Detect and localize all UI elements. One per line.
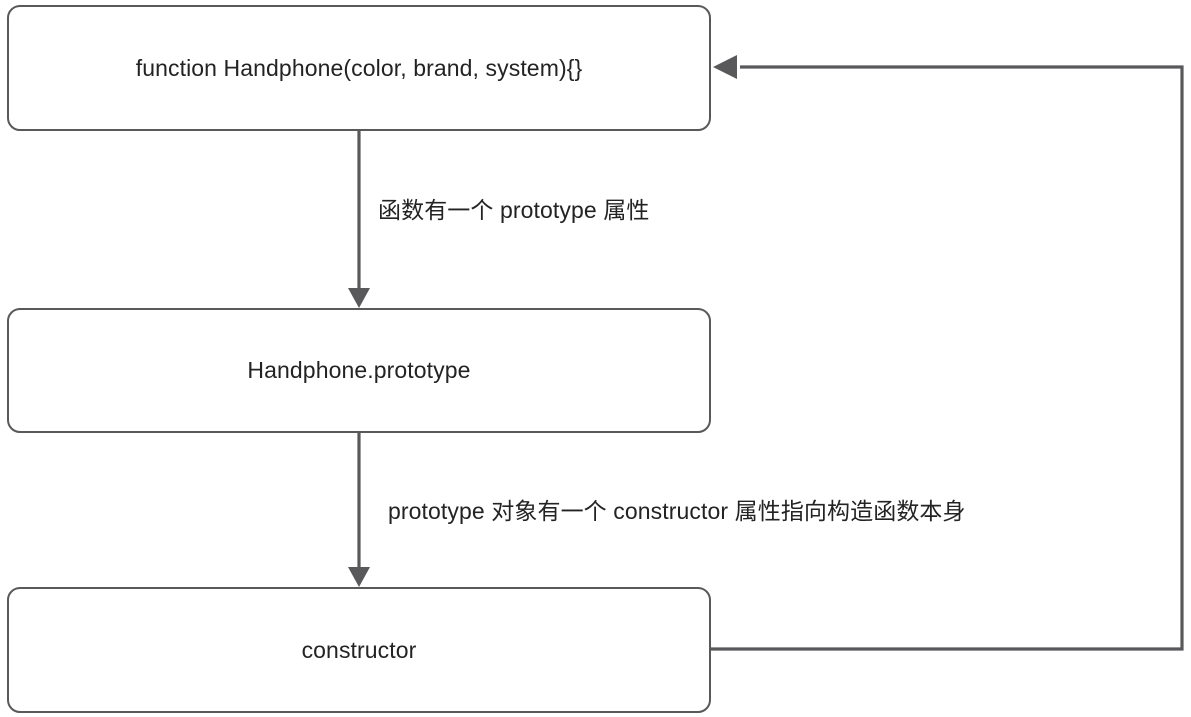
- node-label-constructor-function: function Handphone(color, brand, system)…: [135, 54, 583, 81]
- edge-fn-to-prototype: [348, 131, 370, 308]
- node-label-handphone-prototype: Handphone.prototype: [247, 357, 471, 384]
- node-constructor[interactable]: constructor: [7, 587, 711, 713]
- edge-constructor-back-to-fn: [711, 55, 1184, 651]
- node-handphone-prototype[interactable]: Handphone.prototype: [7, 308, 711, 433]
- node-label-constructor: constructor: [301, 636, 417, 663]
- edge-label-fn-to-prototype: 函数有一个 prototype 属性: [374, 196, 654, 225]
- edge-prototype-to-constructor: [348, 433, 370, 587]
- edge-label-prototype-to-constructor: prototype 对象有一个 constructor 属性指向构造函数本身: [384, 497, 970, 526]
- node-constructor-function[interactable]: function Handphone(color, brand, system)…: [7, 5, 711, 131]
